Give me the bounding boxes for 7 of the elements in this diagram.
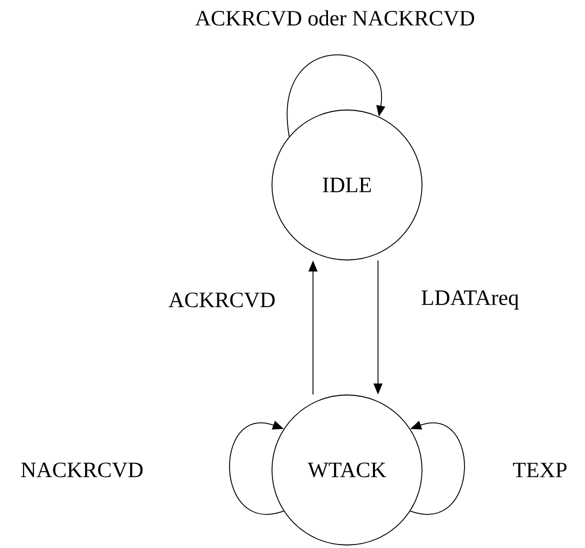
transition-arrow	[286, 54, 386, 137]
edge-label: LDATAreq	[420, 289, 520, 311]
edge-label: NACKRCVD	[20, 462, 144, 478]
transition-arrow	[229, 420, 284, 515]
edge-label: TEXP	[512, 462, 568, 478]
edge-label: ACKRCVD	[167, 292, 277, 308]
edge-label: ACKRCVD oder NACKRCVD	[194, 9, 476, 27]
